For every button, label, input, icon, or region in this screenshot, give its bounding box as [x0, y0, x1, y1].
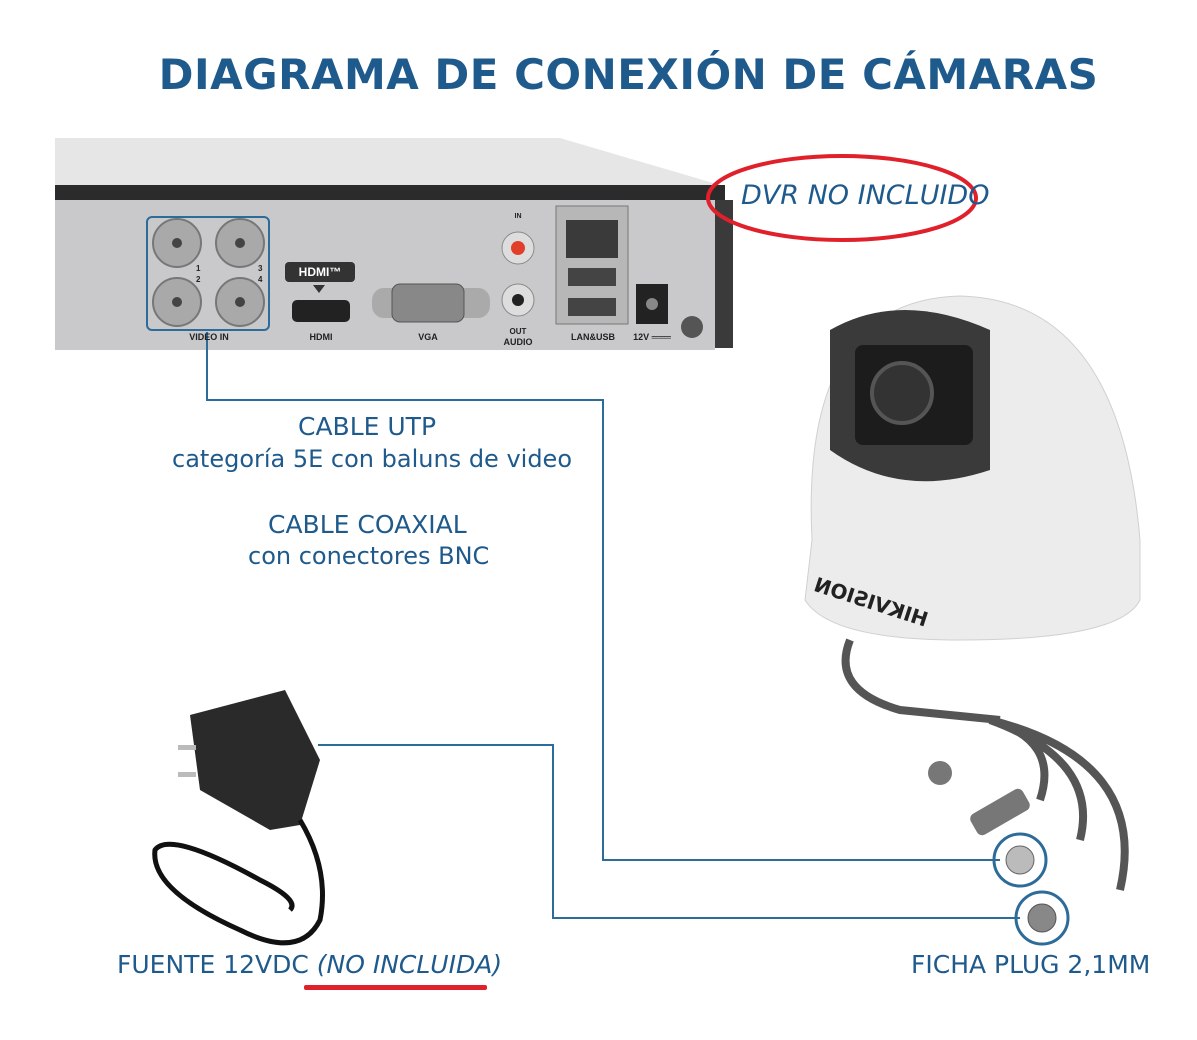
dc-plug-highlight [1014, 890, 1070, 946]
power-supply-name: FUENTE 12VDC [117, 950, 309, 979]
coax-cable-title: CABLE COAXIAL [268, 510, 467, 539]
channel-4: 4 [258, 275, 263, 284]
port-label-vga: VGA [418, 332, 438, 342]
power-cable-line [318, 744, 1020, 919]
utp-cable-title: CABLE UTP [298, 412, 437, 441]
dome-camera-image [804, 295, 1141, 946]
power-adapter-image [152, 690, 325, 946]
dvr-not-included-note: DVR NO INCLUIDO [741, 180, 990, 211]
bnc-connector-highlight [992, 832, 1048, 888]
port-label-audio-out: OUT [509, 327, 527, 336]
utp-cable-subtitle: categoría 5E con baluns de video [172, 445, 572, 473]
hdmi-logo: HDMI™ [298, 265, 342, 279]
dvr-image [55, 138, 733, 350]
port-label-hdmi: HDMI [309, 332, 333, 342]
supply-note-underline [304, 985, 487, 990]
video-cable-line [206, 332, 1000, 861]
port-label-audio-in: IN [514, 213, 522, 220]
plug-label: FICHA PLUG 2,1MM [911, 950, 1151, 979]
coax-cable-subtitle: con conectores BNC [248, 542, 490, 570]
video-in-highlight [146, 216, 270, 331]
port-label-power: 12V ═══ [633, 332, 671, 342]
channel-2: 2 [196, 275, 201, 284]
port-label-video-in: VIDEO IN [189, 332, 229, 342]
power-supply-label: FUENTE 12VDC (NO INCLUIDA) [117, 950, 502, 979]
dvr-note-circle [706, 154, 978, 242]
power-supply-not-included: (NO INCLUIDA) [316, 950, 503, 979]
diagram-title: DIAGRAMA DE CONEXIÓN DE CÁMARAS [158, 50, 1099, 99]
channel-1: 1 [196, 264, 201, 273]
port-label-audio: AUDIO [503, 337, 533, 347]
channel-3: 3 [258, 264, 263, 273]
port-label-lan-usb: LAN&USB [571, 332, 615, 342]
